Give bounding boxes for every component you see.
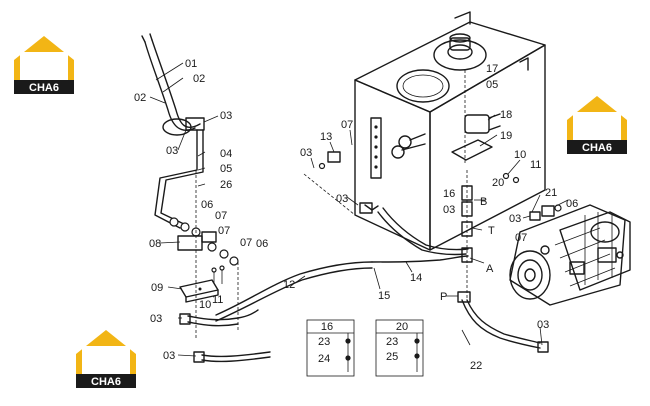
logo-sub-text: CHA6 [91,376,121,388]
detail-row-label: 24 [318,353,330,365]
logo-main-text: H3 [93,353,119,375]
part-label-03: 03 [150,313,162,325]
part-label-01: 01 [185,58,197,70]
part-label-02: 02 [193,73,205,85]
logo-sub-text: CHA6 [29,82,59,94]
part-label-07: 07 [218,225,230,237]
logo-main-text: H3 [31,59,57,81]
filler-cap-icon [433,33,487,71]
part-label-11: 11 [530,159,541,171]
part-label-20: 20 [492,177,504,189]
level-gauge-icon [370,117,382,179]
part-label-14: 14 [410,272,422,284]
detail-row-label: 25 [386,351,398,363]
detail-box-16: 16 23 24 [306,319,355,377]
port-label-p: P [440,291,447,303]
detail-box-20: 20 23 25 [375,319,424,377]
part-label-26: 26 [220,179,232,191]
inspection-cover-icon [396,69,450,103]
port-label-a: A [486,263,494,275]
leader-lines [149,62,569,357]
part-label-07: 07 [240,237,252,249]
part-label-07: 07 [215,210,227,222]
part-label-03: 03 [336,193,348,205]
part-label-06: 06 [566,198,578,210]
breather-fitting-icon [391,133,426,159]
brand-logo-bottom-left: H3 CHA6 [76,330,136,388]
part-label-13: 13 [320,131,332,143]
part-label-03: 03 [509,213,521,225]
part-labels: 01 02 02 03 03 04 05 26 06 07 07 07 06 0… [134,58,578,372]
part-label-10: 10 [199,299,211,311]
part-label-03: 03 [300,147,312,159]
return-filter-icon [464,113,501,134]
part-label-03: 03 [443,204,455,216]
part-label-03: 03 [163,350,175,362]
part-label-05: 05 [486,79,498,91]
logo-sub-text: CHA6 [582,142,612,154]
part-label-18: 18 [500,109,512,121]
part-label-11: 11 [212,294,223,306]
detail-row-label: 23 [318,336,330,348]
part-label-19: 19 [500,130,512,142]
hydraulic-pump [509,204,631,306]
part-label-21: 21 [545,187,557,199]
suction-and-return-hoses [303,140,562,353]
part-label-10: 10 [514,149,526,161]
part-label-17: 17 [486,63,498,75]
part-label-16: 16 [443,188,455,200]
part-label-09: 09 [151,282,163,294]
logo-main-text: H3 [584,119,610,141]
part-label-06: 06 [201,199,213,211]
detail-head-label: 20 [396,321,408,333]
brand-logo-right: H3 CHA6 [567,96,627,154]
pilot-hoses-left [141,33,373,363]
detail-row-label: 23 [386,336,398,348]
hose-fitting-icon [169,217,201,237]
hydraulic-tank [354,11,546,251]
part-label-07: 07 [341,119,353,131]
part-label-22: 22 [470,360,482,372]
part-label-06: 06 [256,238,268,250]
part-label-03: 03 [220,110,232,122]
part-label-05: 05 [220,163,232,175]
detail-head-label: 16 [321,321,333,333]
port-label-t: T [488,225,495,237]
part-label-03: 03 [537,319,549,331]
part-label-08: 08 [149,238,161,250]
brand-logo-top-left: H3 CHA6 [14,36,74,94]
part-label-02: 02 [134,92,146,104]
port-label-b: B [480,196,487,208]
part-label-07: 07 [515,232,527,244]
part-label-12: 12 [283,279,295,291]
part-label-15: 15 [378,290,390,302]
part-label-03: 03 [166,145,178,157]
part-label-04: 04 [220,148,232,160]
